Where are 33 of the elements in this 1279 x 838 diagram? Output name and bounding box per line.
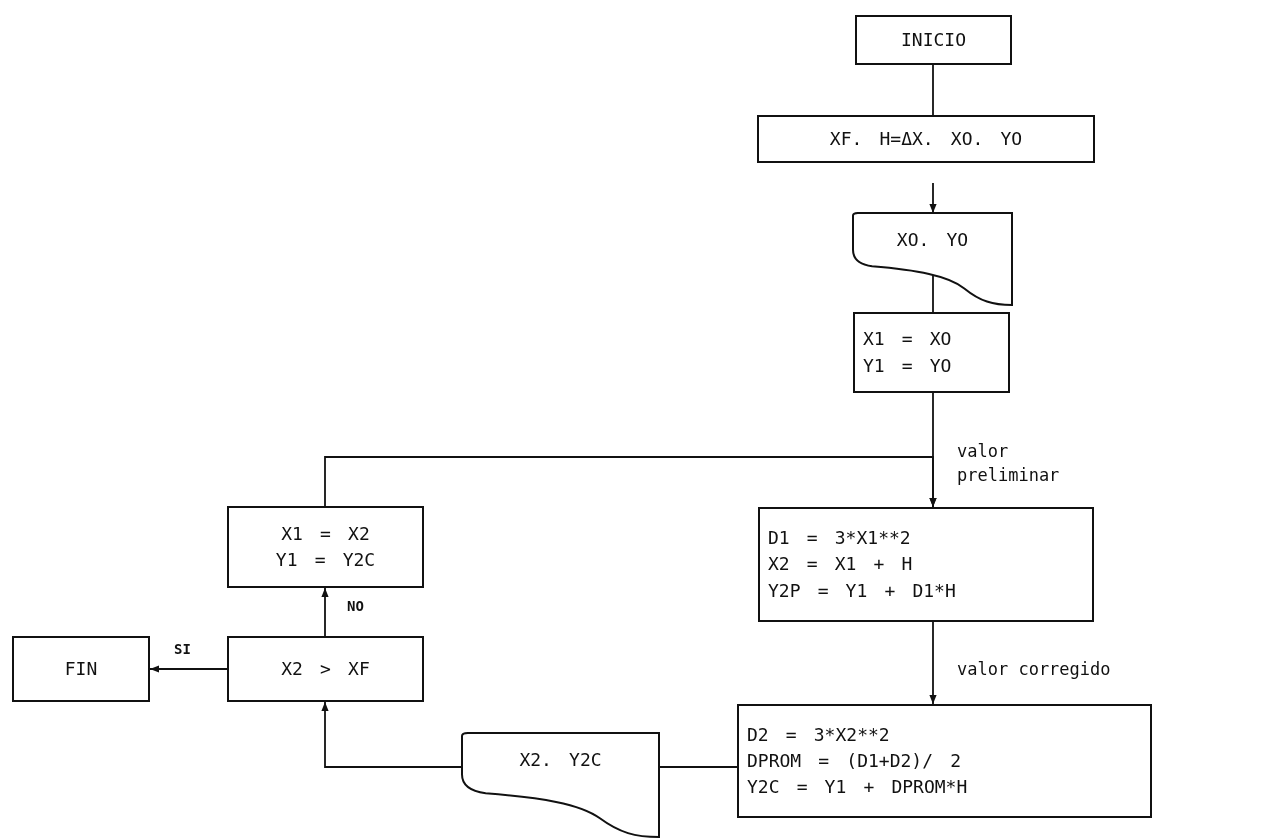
node-text: Y2P = Y1 + D1*H <box>768 578 956 603</box>
node-text: Y1 = YO <box>863 353 952 378</box>
arrow <box>929 182 937 214</box>
node-text: X1 = X2 <box>281 521 370 546</box>
arrow <box>929 621 937 705</box>
arrow <box>321 701 463 768</box>
arrow <box>149 665 228 673</box>
node-text: XO. YO <box>896 228 969 252</box>
node-text: X1 = XO <box>863 327 952 352</box>
decision-box <box>227 636 424 702</box>
node-text: Y2C = Y1 + DPROM*H <box>747 775 968 800</box>
node-text: FIN <box>64 656 98 681</box>
node-text: XF. H=ΔX. XO. YO <box>829 126 1023 151</box>
node-text: INICIO <box>901 27 966 52</box>
arrow <box>321 587 329 637</box>
process-box <box>757 115 1095 163</box>
document-shape <box>853 213 1012 305</box>
edge-label: valor corregido <box>955 658 1113 682</box>
node-text: Y1 = Y2C <box>275 548 376 572</box>
process-box <box>737 704 1152 818</box>
node-text: X2 > XF <box>281 656 370 681</box>
node-text: X2 = X1 + H <box>768 552 913 577</box>
node-text: D1 = 3*X1**2 <box>768 526 911 551</box>
arrow <box>324 456 937 508</box>
node-text: X2. Y2C <box>519 748 602 772</box>
process-box <box>227 506 424 588</box>
terminal-box <box>855 15 1012 65</box>
node-text: DPROM = (D1+D2)/ 2 <box>747 748 961 773</box>
node-text: D2 = 3*X2**2 <box>747 722 890 747</box>
document-shape <box>462 733 659 837</box>
process-box <box>853 312 1010 393</box>
terminal-box <box>12 636 150 702</box>
process-box <box>758 507 1094 622</box>
